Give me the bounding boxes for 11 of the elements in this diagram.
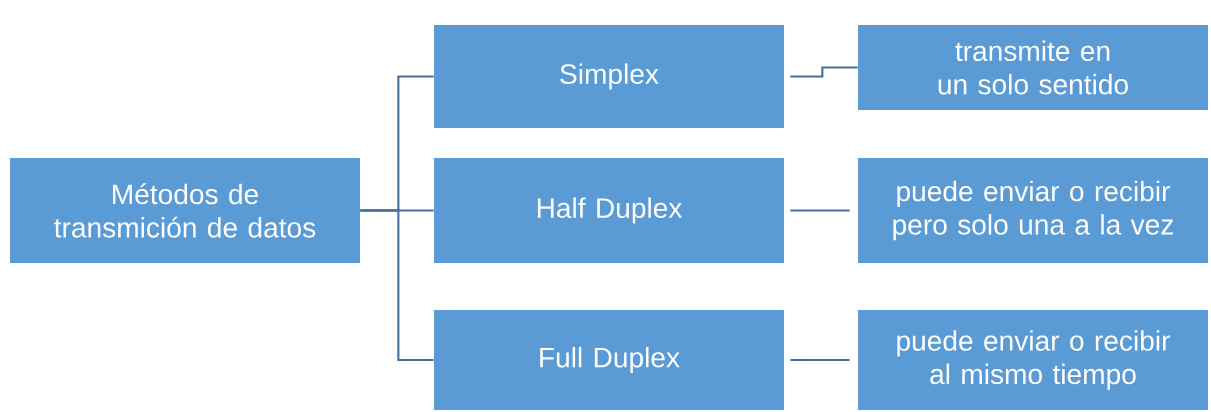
connector-line (790, 66, 858, 78)
connector-line (360, 209, 434, 362)
process-box: transmite en un solo sentido (858, 25, 1208, 110)
connector-line (790, 209, 850, 212)
process-box: Half Duplex (434, 158, 784, 263)
process-box: puede enviar o recibir pero solo una a la vez (858, 158, 1208, 263)
process-box: puede enviar o recibir al mismo tiempo (858, 310, 1208, 410)
process-box: Simplex (434, 25, 784, 128)
connector-line (790, 358, 850, 362)
process-box: Full Duplex (434, 310, 784, 410)
process-box: Métodos de transmición de datos (10, 158, 360, 263)
